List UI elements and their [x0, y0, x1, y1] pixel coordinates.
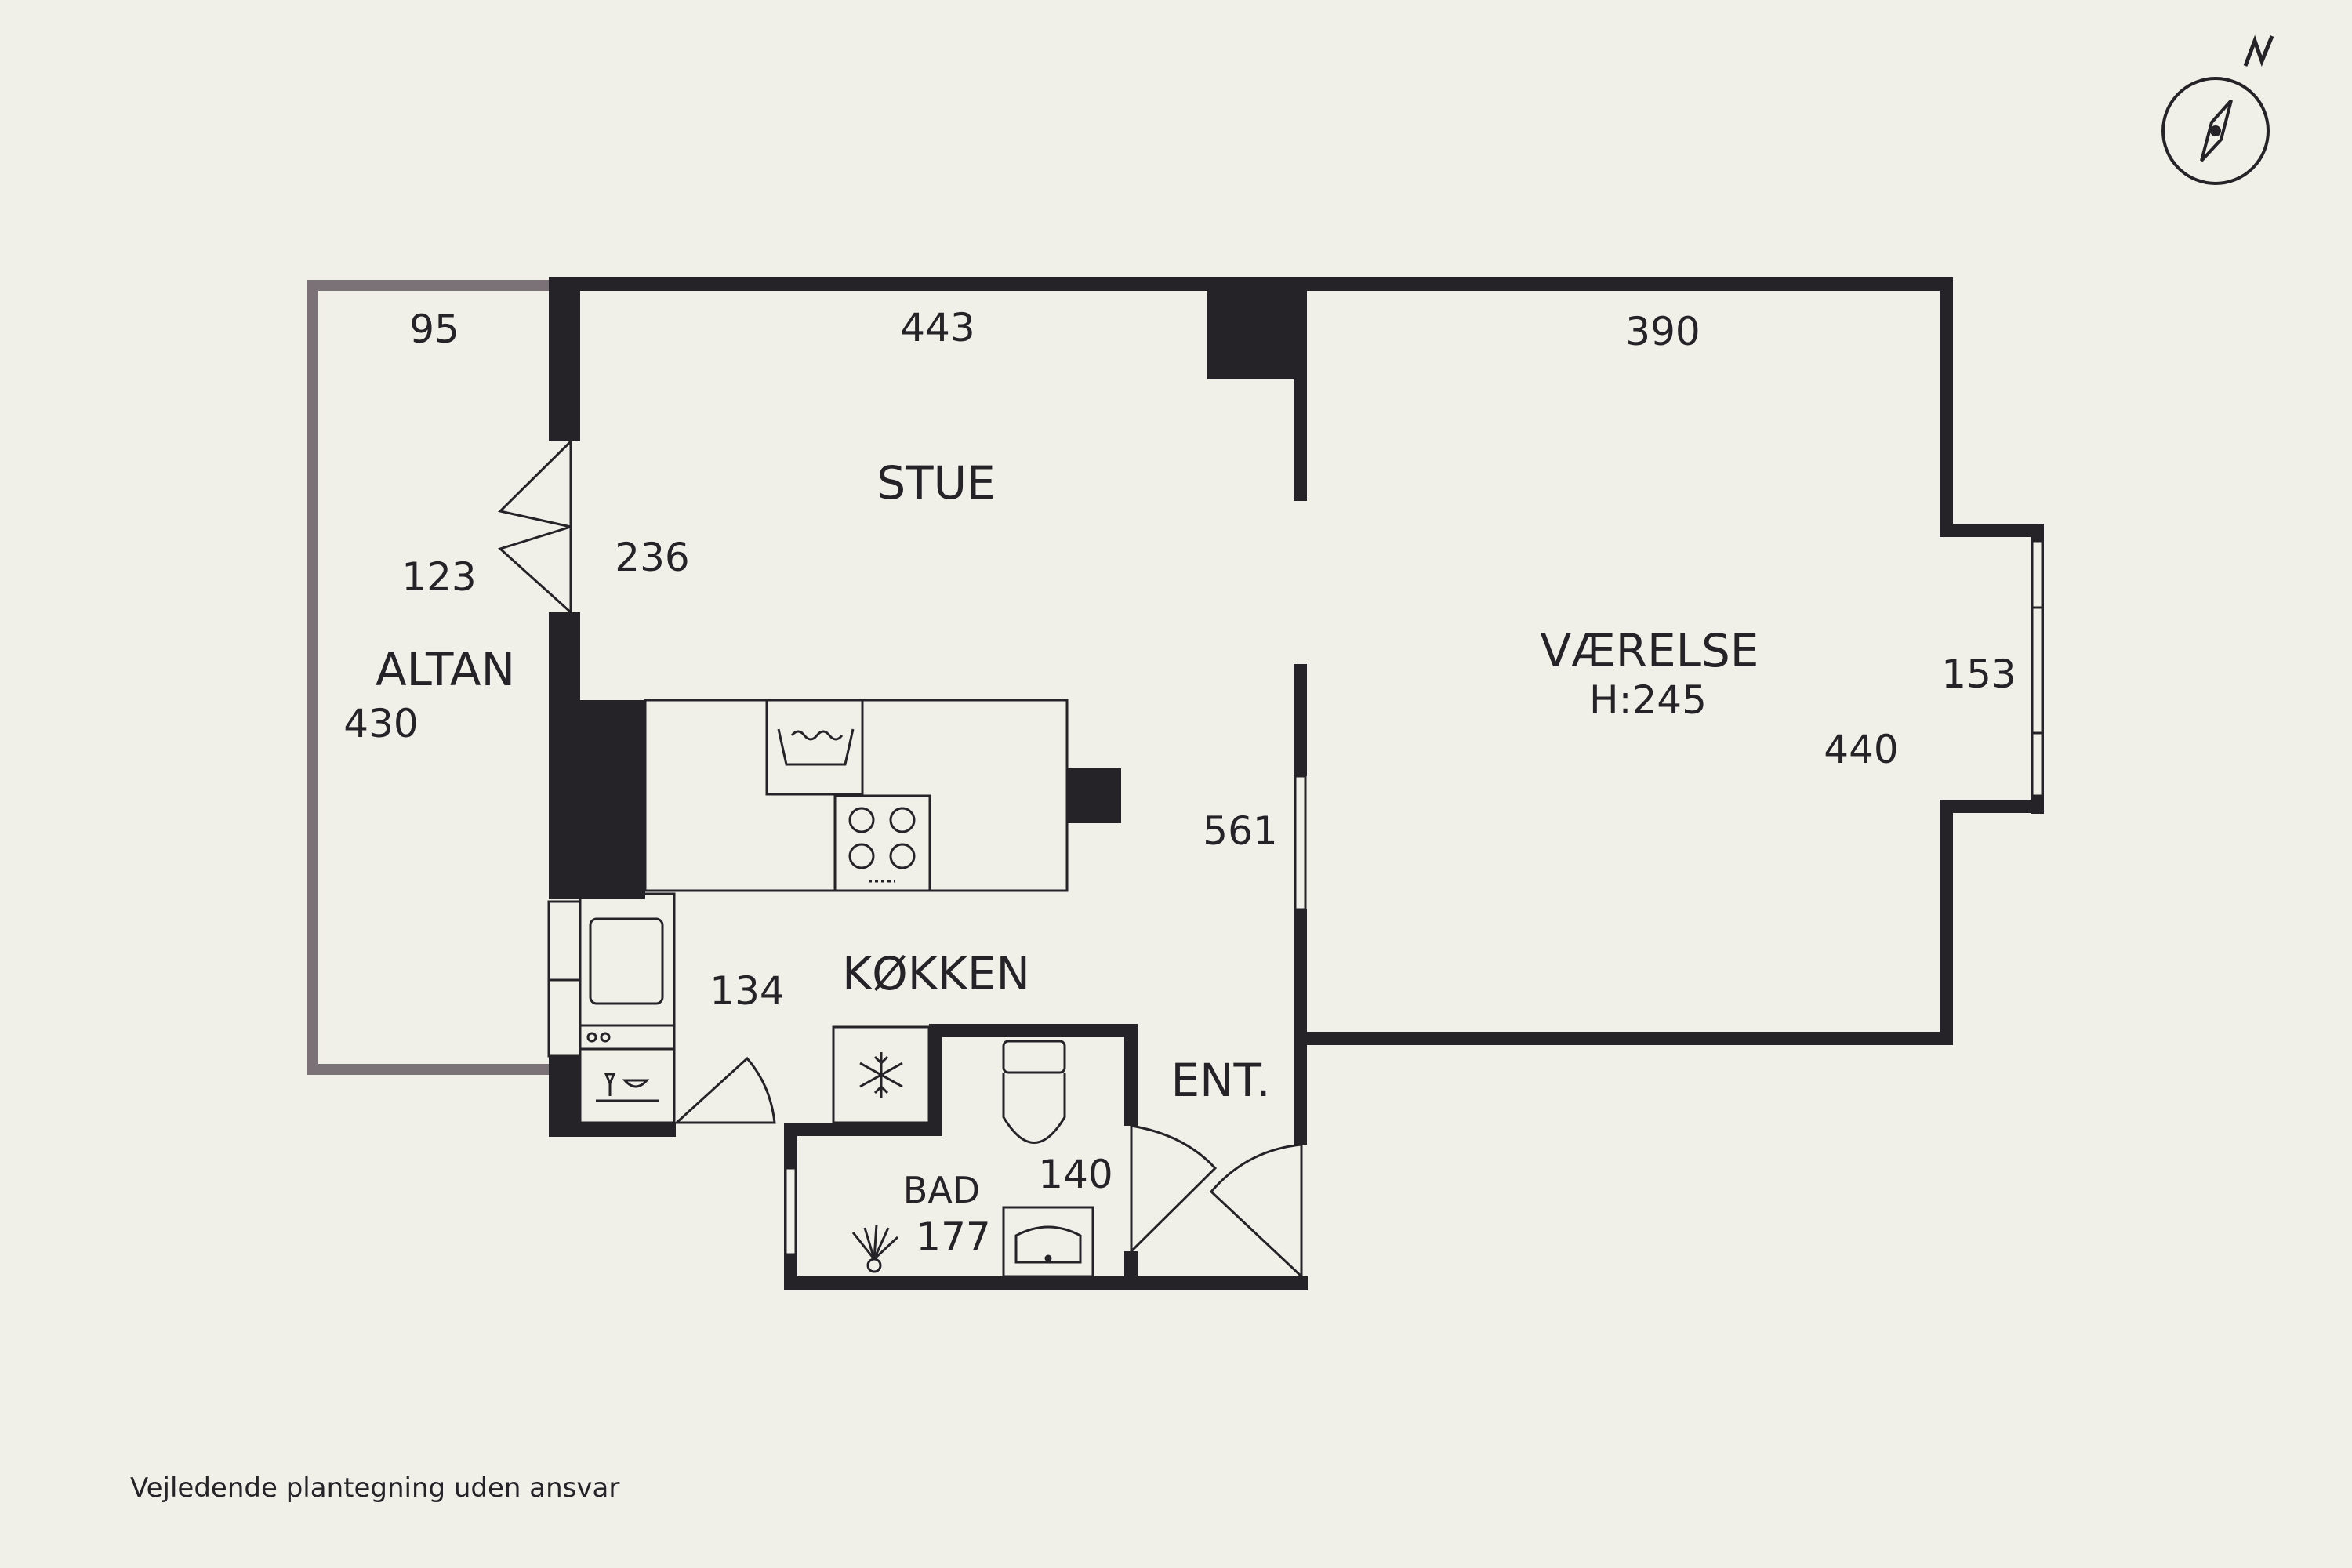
compass-icon	[2161, 34, 2274, 185]
vaerelse-room-label: VÆRELSE	[1541, 624, 1759, 677]
bad-width-label: 140	[1038, 1152, 1112, 1197]
disclaimer-text: Vejledende plantegning uden ansvar	[130, 1472, 620, 1504]
vaerelse-window-label: 153	[1941, 652, 2016, 697]
walls	[549, 277, 2044, 1290]
entrance-doors	[1130, 1124, 1303, 1279]
kitchen-door	[673, 1056, 776, 1124]
snowflake-icon	[859, 1052, 903, 1098]
entre-room-label: ENT.	[1171, 1054, 1270, 1107]
freezer	[832, 1025, 931, 1124]
balcony-door	[497, 440, 572, 614]
altan-width-label: 95	[409, 307, 459, 352]
bad-depth-label: 177	[916, 1214, 990, 1260]
vaerelse-height-label: H:245	[1589, 677, 1707, 723]
koekken-length-label: 561	[1203, 808, 1277, 854]
stue-width-label: 443	[900, 305, 975, 350]
altan-room-label: ALTAN	[376, 643, 515, 696]
bad-room-label: BAD	[903, 1169, 980, 1211]
altan-length-label: 430	[343, 701, 418, 746]
stue-depth-label: 236	[615, 535, 689, 580]
appliance-column	[547, 892, 676, 1124]
shower-icon	[851, 1224, 899, 1273]
vaerelse-depth-label: 440	[1824, 727, 1898, 772]
koekken-room-label: KØKKEN	[842, 947, 1030, 1000]
bathroom-fixtures	[851, 1040, 1094, 1278]
vaerelse-width-label: 390	[1625, 309, 1700, 354]
balcony-outline	[307, 280, 550, 1075]
kitchen-counter	[644, 699, 1069, 892]
koekken-width-label: 134	[710, 968, 784, 1014]
windows	[784, 539, 2044, 1256]
stue-room-label: STUE	[877, 456, 995, 510]
altan-opening-label: 123	[401, 554, 476, 600]
